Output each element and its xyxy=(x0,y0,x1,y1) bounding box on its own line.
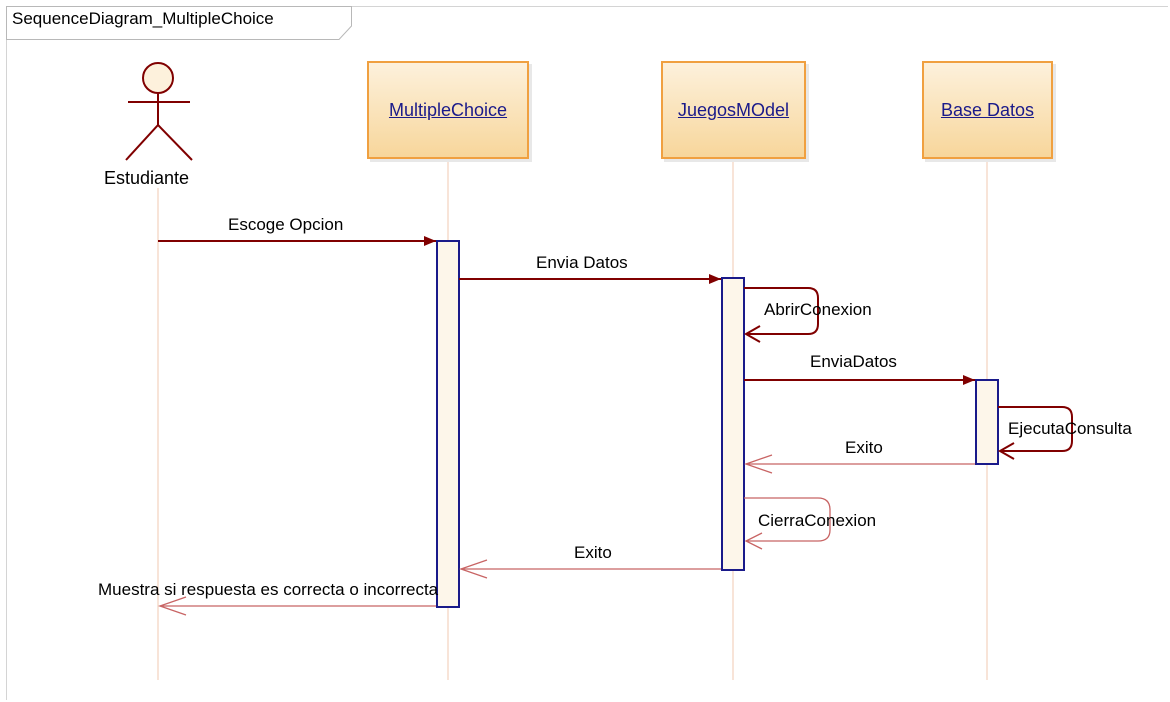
message-label-muestra-resultado: Muestra si respuesta es correcta o incor… xyxy=(98,580,439,599)
activation-basedatos xyxy=(975,379,999,465)
actor-icon xyxy=(125,62,193,161)
activation-juegosmodel xyxy=(721,277,745,571)
message-label-exito-db: Exito xyxy=(845,438,883,457)
frame-title: SequenceDiagram_MultipleChoice xyxy=(12,9,274,28)
return-arrow-exito-model xyxy=(459,559,721,579)
frame-title-tab xyxy=(6,6,352,40)
message-label-envia-datos: Envia Datos xyxy=(536,253,628,272)
message-label-enviadatos: EnviaDatos xyxy=(810,352,897,371)
lifeline-box-basedatos: Base Datos xyxy=(922,61,1053,159)
diagram-frame xyxy=(6,6,1168,700)
self-call-abrirconexion xyxy=(743,287,819,343)
self-call-ejecutaconsulta xyxy=(997,406,1073,460)
message-label-escoge-opcion: Escoge Opcion xyxy=(228,215,344,234)
return-arrow-exito-db xyxy=(744,454,975,474)
activation-multiplechoice xyxy=(436,240,460,608)
message-label-abrirconexion: AbrirConexion xyxy=(764,300,872,319)
message-label-ejecutaconsulta: EjecutaConsulta xyxy=(1008,419,1132,438)
lifeline-label-multiplechoice: MultipleChoice xyxy=(388,99,508,120)
lifeline-box-multiplechoice: MultipleChoice xyxy=(367,61,529,159)
self-call-cierraconexion xyxy=(744,497,831,550)
lifeline-label-juegosmodel: JuegosMOdel xyxy=(677,99,790,120)
message-label-cierraconexion: CierraConexion xyxy=(758,511,877,530)
return-arrow-muestra-resultado xyxy=(158,596,436,616)
lifeline-label-basedatos: Base Datos xyxy=(940,99,1035,120)
actor-label: Estudiante xyxy=(104,168,190,188)
lifeline-box-juegosmodel: JuegosMOdel xyxy=(661,61,806,159)
message-label-exito-model: Exito xyxy=(574,543,612,562)
